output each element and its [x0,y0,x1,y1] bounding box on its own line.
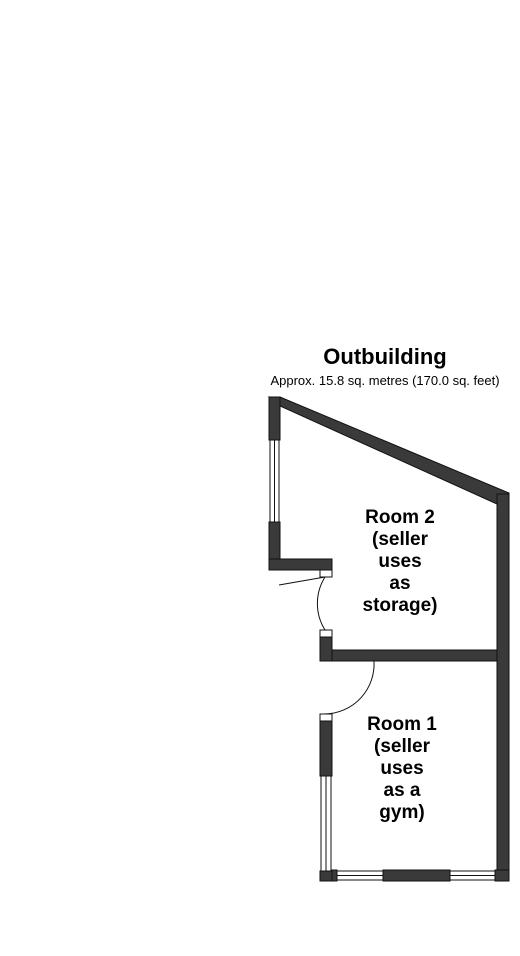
door-jamb-upper [319,569,333,578]
room-1-line: gym) [379,802,425,823]
door-swing-lower [324,660,375,715]
room-2-line: Room 2 [365,507,435,528]
door-jamb-lower [319,629,333,638]
room-1-line: as a [383,780,421,801]
wall-bottom-right [494,869,510,882]
room-1-line: Room 1 [367,714,437,735]
room-1-label: Room 1 (seller uses as a gym) [362,714,442,824]
wall-left-junction [319,636,333,662]
door-swing-upper [316,576,326,631]
plan-title: Outbuilding [323,344,447,369]
room-2-line: storage) [362,595,438,616]
wall-bottom-mid [382,869,451,882]
wall-step [268,558,333,571]
wall-left-bottom [319,870,333,882]
room-2-line: (seller [372,529,428,550]
wall-right [496,493,510,882]
plan-area: Approx. 15.8 sq. metres (170.0 sq. feet) [270,373,500,388]
room-2-label: Room 2 (seller uses as storage) [345,507,455,617]
door-jamb-room1 [319,713,333,722]
room-1-line: (seller [374,736,430,757]
wall-left-lower [319,720,333,777]
room-1-line: uses [380,758,424,779]
wall-left-upper [268,396,281,441]
wall-top-sloped [267,396,510,505]
wall-bottom-left [331,869,338,882]
room-2-line: as [389,573,411,594]
wall-divider [331,649,498,662]
room-2-line: uses [378,551,422,572]
